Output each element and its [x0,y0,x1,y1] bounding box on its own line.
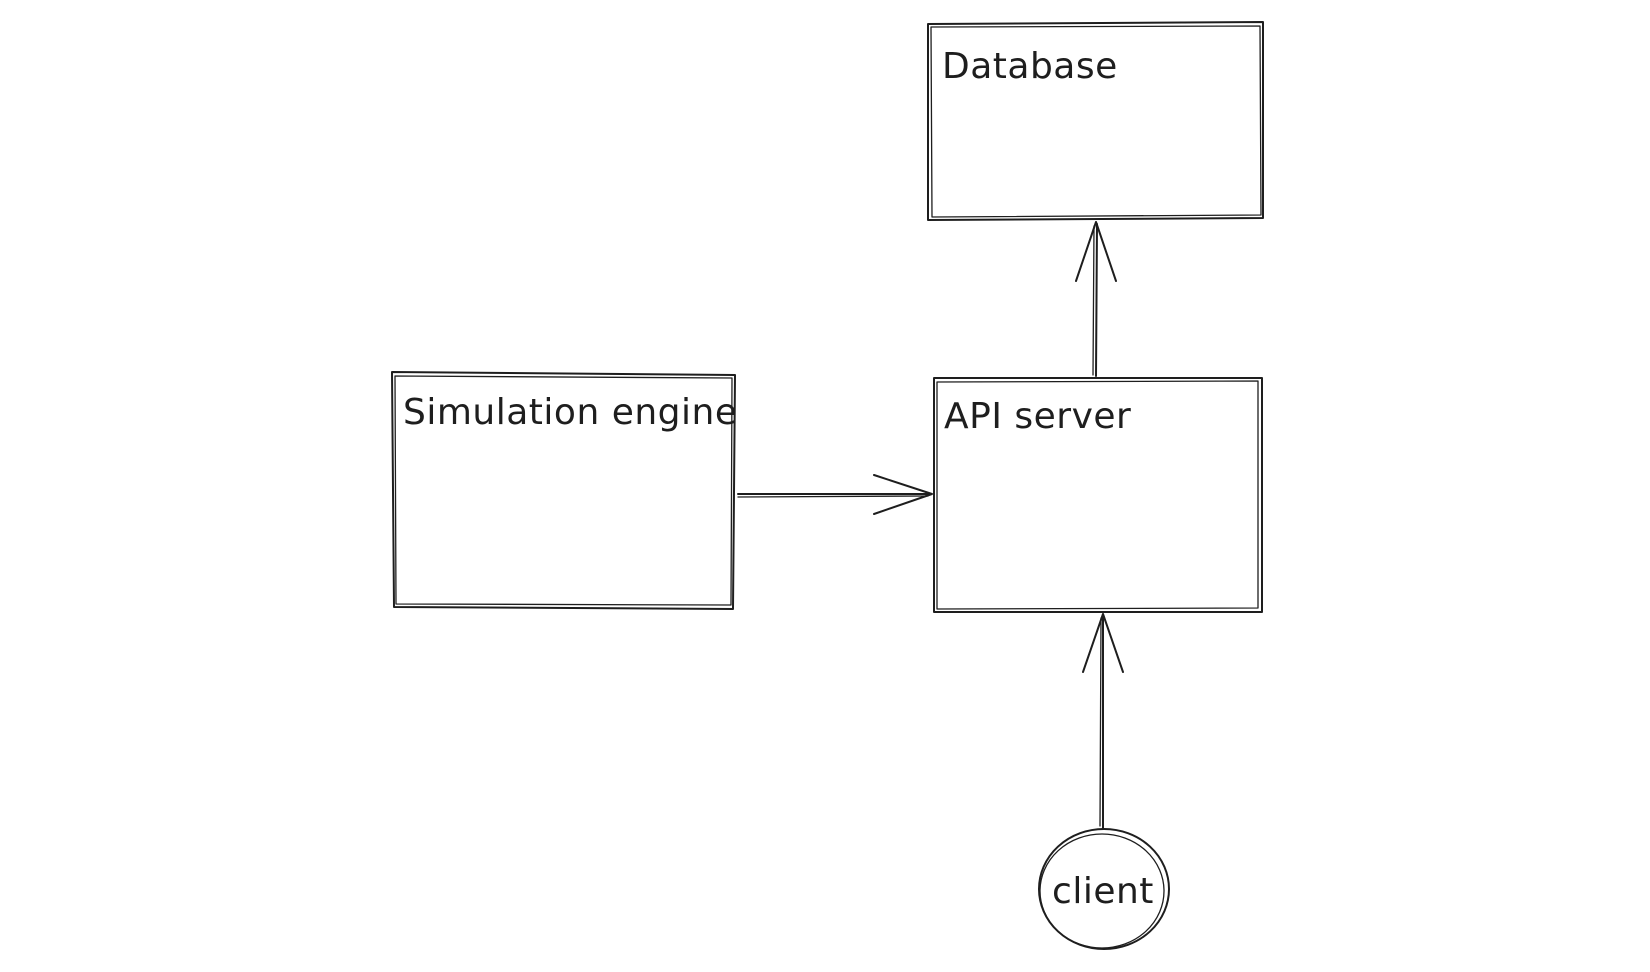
arrow-line-sketch [1092,225,1095,376]
client-label: client [1052,871,1154,912]
arrow-line [1095,223,1098,377]
api-server-box [933,377,1263,613]
arrow-api-server-to-database[interactable] [1075,221,1117,377]
arrowhead [1082,613,1124,673]
database-box-sketch [930,25,1262,218]
client-circle-sketch [1039,833,1165,949]
arrow-simulation-engine-to-api-server[interactable] [737,474,933,515]
api-server-label: API server [944,396,1131,437]
api-server-box-sketch [936,380,1259,610]
client-node[interactable]: client [1038,828,1170,950]
arrowhead [873,474,933,515]
arrow-client-to-api-server[interactable] [1082,613,1124,829]
arrow-line-sketch [737,495,929,498]
api-server-node[interactable]: API server [933,377,1263,613]
simulation-engine-box-sketch [394,375,733,606]
simulation-engine-box [391,371,736,610]
database-label: Database [942,46,1118,87]
simulation-engine-node[interactable]: Simulation engine [391,371,738,610]
database-node[interactable]: Database [927,21,1264,221]
client-circle [1038,828,1170,950]
arrowhead [1075,221,1117,282]
simulation-engine-label: Simulation engine [403,392,738,433]
database-box [927,21,1264,221]
arrow-line-sketch [1099,617,1102,827]
